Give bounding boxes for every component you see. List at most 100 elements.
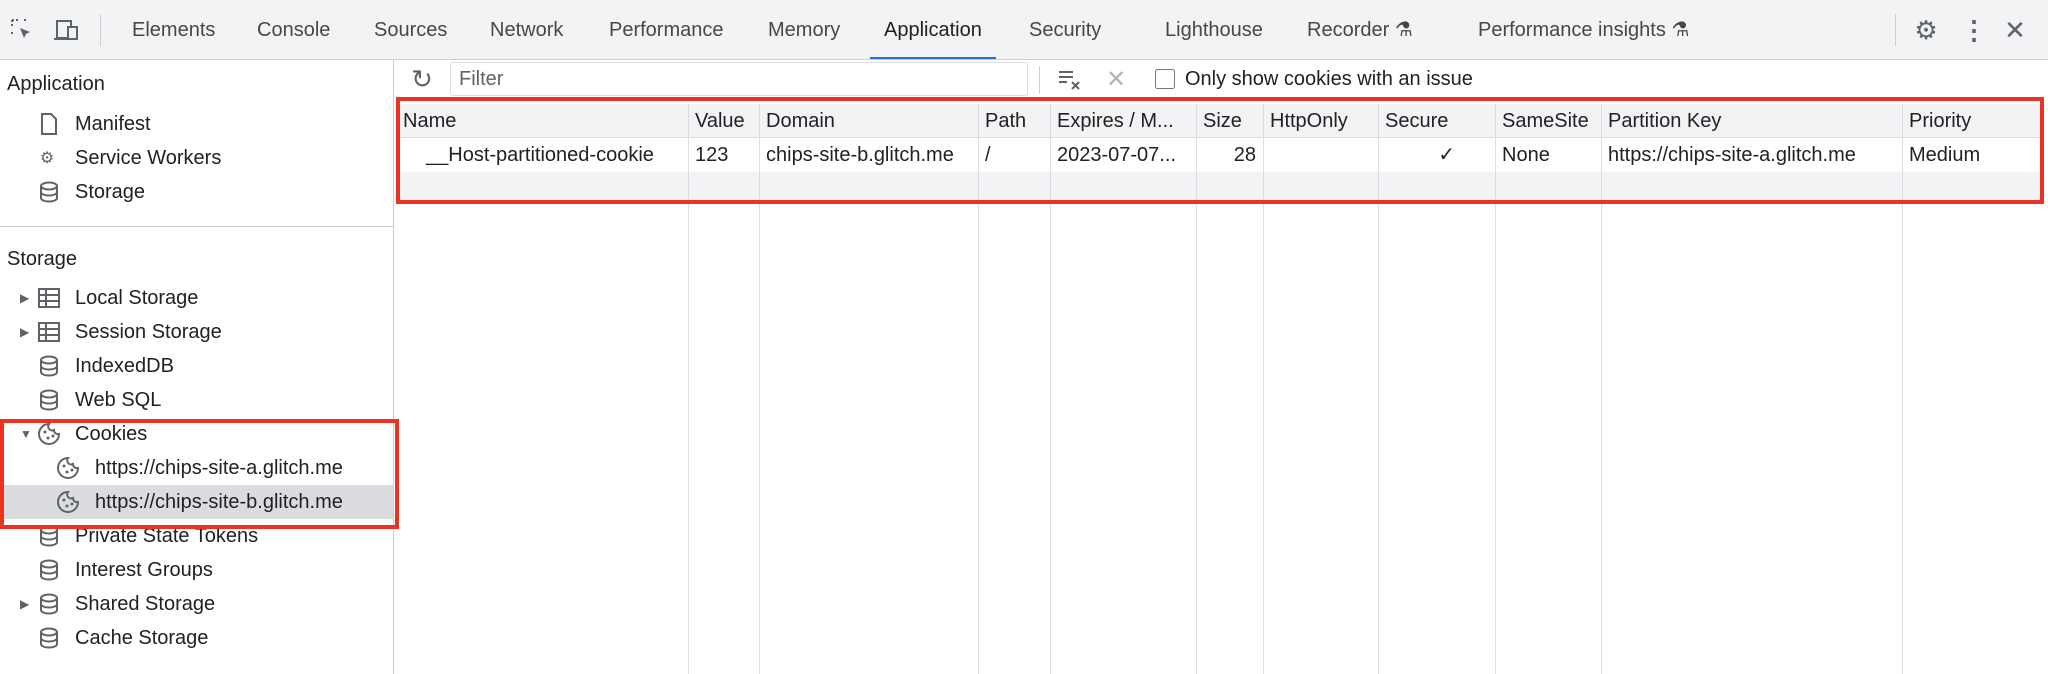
tab-security[interactable]: Security xyxy=(1029,19,1102,41)
refresh-icon[interactable]: ↻ xyxy=(411,63,433,94)
sidebar-item-label: Cache Storage xyxy=(75,626,209,649)
column-divider[interactable] xyxy=(1050,104,1051,674)
database-icon xyxy=(38,627,60,649)
tab-memory[interactable]: Memory xyxy=(768,19,841,41)
sidebar-item-cache-storage[interactable]: Cache Storage xyxy=(0,621,393,655)
application-sidebar: Application Manifest ⚙ Service Workers S… xyxy=(0,60,394,674)
sidebar-item-indexeddb[interactable]: IndexedDB xyxy=(0,349,393,383)
cell-expires-m: 2023-07-07... xyxy=(1057,144,1176,166)
flask-icon: ⚗ xyxy=(1394,19,1413,41)
cell-secure: ✓ xyxy=(1438,144,1455,166)
sidebar-item-label: Shared Storage xyxy=(75,592,216,615)
column-header-expires-m[interactable]: Expires / M... xyxy=(1057,110,1174,132)
sidebar-item-service-workers[interactable]: ⚙ Service Workers xyxy=(0,141,393,175)
table-icon xyxy=(38,321,60,343)
inspect-element-icon[interactable] xyxy=(8,16,36,44)
tab-performance[interactable]: Performance xyxy=(609,19,724,41)
gears-icon: ⚙ xyxy=(39,150,55,167)
column-header-value[interactable]: Value xyxy=(695,110,745,132)
cookie-icon xyxy=(38,423,60,445)
device-toolbar-icon[interactable] xyxy=(52,16,82,44)
collapsed-arrow-icon[interactable]: ▶ xyxy=(20,291,30,305)
sidebar-item-local-storage[interactable]: ▶Local Storage xyxy=(0,281,393,315)
cookies-toolbar: ↻ ✕ Only show cookies with an issue xyxy=(395,60,2048,98)
table-icon xyxy=(38,287,60,309)
cookie-icon xyxy=(57,457,79,479)
filter-input[interactable] xyxy=(450,62,1028,96)
column-divider[interactable] xyxy=(978,104,979,674)
more-options-icon[interactable]: ⋮ xyxy=(1961,14,1987,45)
only-issues-checkbox[interactable] xyxy=(1155,69,1175,89)
tab-network[interactable]: Network xyxy=(490,19,564,41)
expanded-arrow-icon[interactable]: ▼ xyxy=(20,427,32,441)
sidebar-item-shared-storage[interactable]: ▶ Shared Storage xyxy=(0,587,393,621)
column-header-name[interactable]: Name xyxy=(403,110,457,132)
sidebar-item-label: Interest Groups xyxy=(75,558,213,581)
tab-recorder[interactable]: Recorder ⚗ xyxy=(1307,0,1413,59)
column-divider[interactable] xyxy=(688,104,689,674)
database-icon xyxy=(38,593,60,615)
table-empty-row xyxy=(396,172,2042,202)
column-header-samesite[interactable]: SameSite xyxy=(1502,110,1589,132)
settings-gear-icon[interactable]: ⚙ xyxy=(1914,14,1938,45)
tab-elements[interactable]: Elements xyxy=(132,19,216,41)
column-divider[interactable] xyxy=(1378,104,1379,674)
highlight-box-cookies xyxy=(0,419,399,529)
collapsed-arrow-icon[interactable]: ▶ xyxy=(20,325,30,339)
sidebar-item-label: Storage xyxy=(75,180,146,203)
cell-partition-key: https://chips-site-a.glitch.me xyxy=(1608,144,1856,166)
cell-path: / xyxy=(985,144,991,166)
column-divider[interactable] xyxy=(1601,104,1602,674)
flask-icon: ⚗ xyxy=(1671,19,1690,41)
sidebar-item-label: Cookies xyxy=(75,422,148,445)
sidebar-item-interest-groups[interactable]: Interest Groups xyxy=(0,553,393,587)
tab-label: Recorder xyxy=(1307,19,1390,41)
section-header-application: Application xyxy=(7,73,105,95)
tab-application[interactable]: Application xyxy=(870,0,996,59)
database-icon xyxy=(38,559,60,581)
column-divider[interactable] xyxy=(759,104,760,674)
database-icon xyxy=(38,181,60,203)
tab-performance-insights[interactable]: Performance insights ⚗ xyxy=(1478,0,1689,59)
sidebar-item-label: Manifest xyxy=(75,112,151,135)
sidebar-item-storage[interactable]: Storage xyxy=(0,175,393,209)
section-header-storage: Storage xyxy=(7,248,78,270)
column-header-size[interactable]: Size xyxy=(1203,110,1242,132)
table-header-row: Name Value Domain Path Expires / M... Size Htt… xyxy=(396,104,2042,138)
sidebar-item-label: https://chips-site-a.glitch.me xyxy=(95,456,343,479)
devtools-tab-bar: Elements Console Sources Network Perform… xyxy=(0,0,2048,60)
tab-label: Performance insights xyxy=(1478,19,1666,41)
column-header-partition-key[interactable]: Partition Key xyxy=(1608,110,1722,132)
column-divider[interactable] xyxy=(1196,104,1197,674)
close-devtools-icon[interactable]: ✕ xyxy=(2004,14,2026,45)
tab-sources[interactable]: Sources xyxy=(374,19,448,41)
sidebar-item-web-sql[interactable]: Web SQL xyxy=(0,383,393,417)
column-header-path[interactable]: Path xyxy=(985,110,1027,132)
only-issues-label[interactable]: Only show cookies with an issue xyxy=(1185,68,1473,90)
column-header-priority[interactable]: Priority xyxy=(1909,110,1972,132)
column-divider[interactable] xyxy=(1495,104,1496,674)
clear-all-cookies-icon[interactable] xyxy=(1055,64,1085,94)
column-header-domain[interactable]: Domain xyxy=(766,110,835,132)
cell-domain: chips-site-b.glitch.me xyxy=(766,144,954,166)
collapsed-arrow-icon[interactable]: ▶ xyxy=(20,597,30,611)
column-divider[interactable] xyxy=(1263,104,1264,674)
sidebar-item-manifest[interactable]: Manifest xyxy=(0,107,393,141)
column-header-httponly[interactable]: HttpOnly xyxy=(1270,110,1348,132)
delete-selected-icon[interactable]: ✕ xyxy=(1105,65,1127,93)
sidebar-item-private-state-tokens[interactable]: Private State Tokens xyxy=(0,519,393,553)
sidebar-item-https-chips-site-b-glitch-me[interactable]: https://chips-site-b.glitch.me xyxy=(0,485,393,519)
tab-console[interactable]: Console xyxy=(257,19,331,41)
sidebar-item-https-chips-site-a-glitch-me[interactable]: https://chips-site-a.glitch.me xyxy=(0,451,393,485)
column-divider[interactable] xyxy=(1902,104,1903,674)
cell-name: __Host-partitioned-cookie xyxy=(426,144,654,166)
column-header-secure[interactable]: Secure xyxy=(1385,110,1449,132)
cookie-icon xyxy=(57,491,79,513)
cell-samesite: None xyxy=(1502,144,1550,166)
sidebar-item-session-storage[interactable]: ▶Session Storage xyxy=(0,315,393,349)
database-icon xyxy=(38,389,60,411)
sidebar-item-label: Service Workers xyxy=(75,146,222,169)
tab-lighthouse[interactable]: Lighthouse xyxy=(1165,19,1263,41)
sidebar-item-cookies[interactable]: ▼ Cookies xyxy=(0,417,393,451)
